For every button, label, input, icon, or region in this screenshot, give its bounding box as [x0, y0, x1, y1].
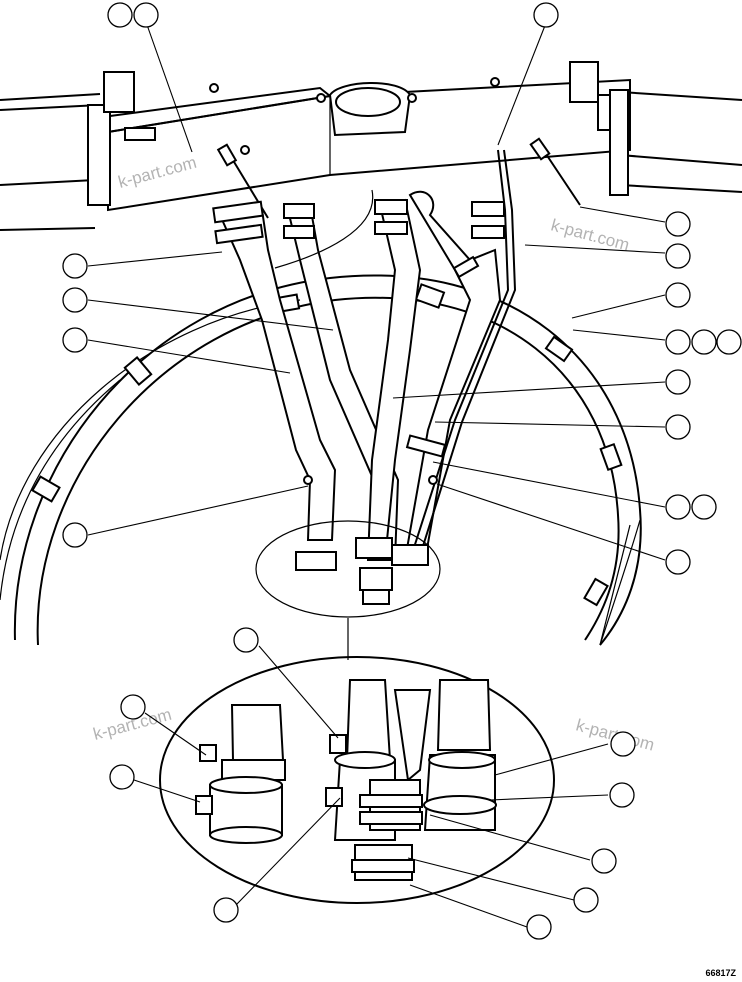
callout-circle[interactable]	[665, 549, 691, 575]
lower-hose-ends	[295, 537, 429, 605]
callout-circle[interactable]	[533, 2, 559, 28]
callout-circle[interactable]	[526, 914, 552, 940]
callout-circle[interactable]	[716, 329, 742, 355]
callout-circle[interactable]	[665, 243, 691, 269]
callout-circle[interactable]	[62, 287, 88, 313]
callout-circle[interactable]	[665, 282, 691, 308]
callout-circle[interactable]	[107, 2, 133, 28]
callout-circle[interactable]	[233, 627, 259, 653]
callout-circle[interactable]	[591, 848, 617, 874]
callout-circle[interactable]	[62, 522, 88, 548]
callout-circle[interactable]	[213, 897, 239, 923]
callout-circle[interactable]	[109, 764, 135, 790]
leader-lines	[87, 21, 666, 928]
callout-circle[interactable]	[609, 782, 635, 808]
callout-circle[interactable]	[62, 253, 88, 279]
callout-circle[interactable]	[120, 694, 146, 720]
callout-circle[interactable]	[573, 887, 599, 913]
support-frame	[0, 61, 742, 231]
detail-view	[159, 656, 555, 904]
callout-circle[interactable]	[665, 414, 691, 440]
hoses	[212, 149, 517, 563]
upper-view	[0, 61, 742, 660]
callout-circle[interactable]	[691, 329, 717, 355]
callout-circle[interactable]	[665, 369, 691, 395]
callout-circle[interactable]	[133, 2, 159, 28]
callout-circle[interactable]	[610, 731, 636, 757]
callout-circle[interactable]	[665, 211, 691, 237]
ring-frame	[0, 274, 642, 646]
callout-circle[interactable]	[691, 494, 717, 520]
drawing-reference: 66817Z	[705, 968, 736, 978]
callout-circle[interactable]	[665, 329, 691, 355]
detail-area-marker	[255, 520, 441, 618]
callouts	[62, 2, 742, 940]
callout-circle[interactable]	[62, 327, 88, 353]
callout-circle[interactable]	[665, 494, 691, 520]
